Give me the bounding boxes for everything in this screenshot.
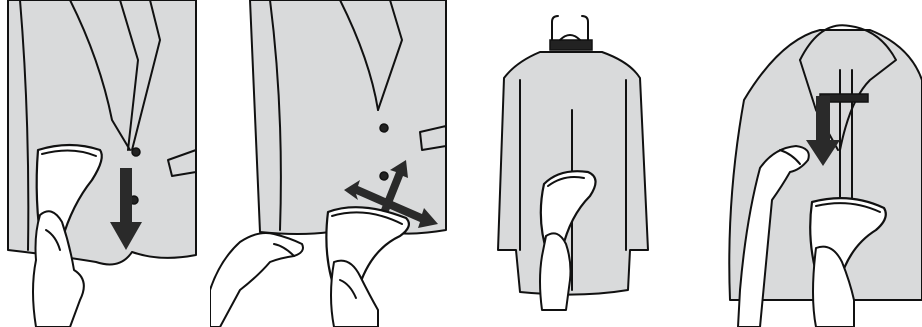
illustration-steam-collar-downward (720, 0, 922, 327)
hanger-hook (552, 16, 588, 40)
panel-garment-on-hanger (480, 0, 660, 327)
hand-left (210, 233, 303, 327)
jacket-body (8, 0, 196, 264)
jacket-button-2 (380, 172, 388, 180)
illustration-steam-all-directions (210, 0, 450, 327)
illustration-garment-on-hanger (480, 0, 660, 327)
panel-steam-collar-downward (720, 0, 922, 327)
panel-steam-downward (0, 0, 200, 327)
illustration-steam-downward (0, 0, 200, 327)
hanger-clip (550, 40, 592, 50)
hand (540, 233, 571, 310)
panel-steam-all-directions (210, 0, 450, 327)
jacket-button-1 (380, 124, 388, 132)
jacket-button-1 (132, 148, 140, 156)
